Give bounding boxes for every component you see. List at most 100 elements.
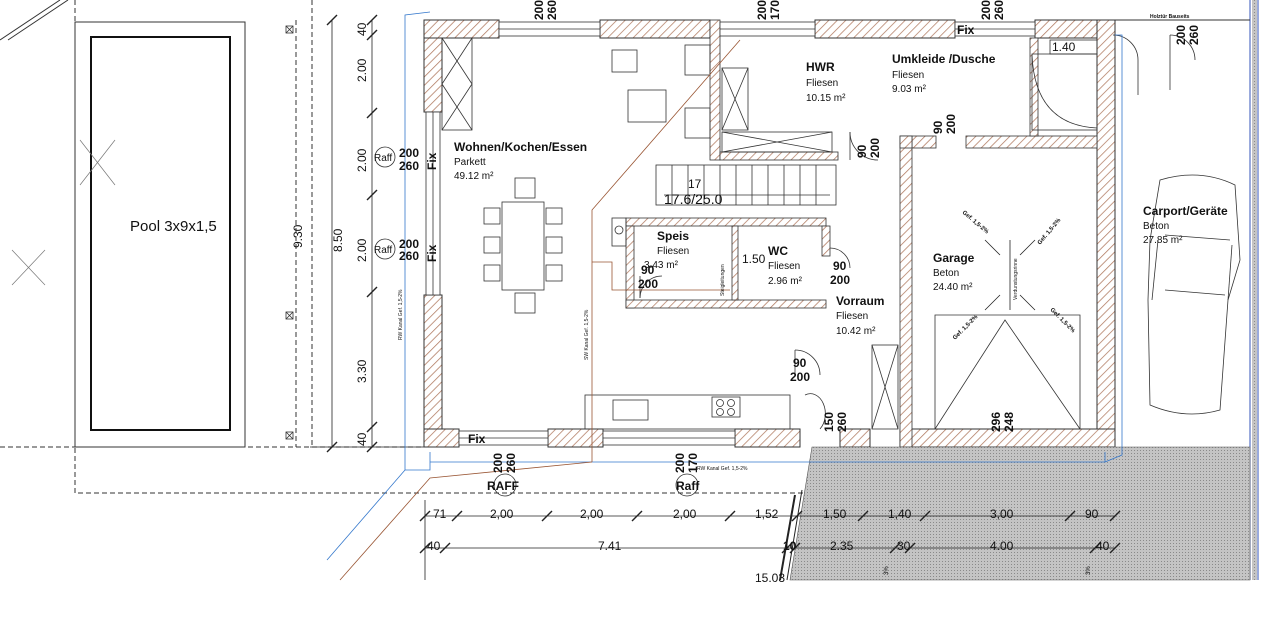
door-wc-w: 90: [833, 259, 847, 273]
open-top-w3: 200: [979, 0, 993, 20]
raff-bottom-1: RAFF: [487, 479, 519, 493]
door-umk-w: 90: [931, 120, 945, 134]
open-top-w2: 200: [755, 0, 769, 20]
sewage-pipe: [339, 39, 741, 581]
room-carport-floor: Beton: [1143, 221, 1169, 232]
open-bot-w2: 200: [673, 453, 687, 473]
room-umkleide-area: 9.03 m²: [892, 84, 927, 95]
paved-area: [779, 446, 1251, 581]
garage-slope-3: Gef. 1,5-2%: [952, 314, 980, 342]
dim-b1-0: 71: [433, 507, 447, 521]
open-carport-h: 260: [1187, 25, 1201, 45]
room-garage-name: Garage: [933, 251, 975, 265]
windows: [425, 21, 1036, 446]
dim-seg-2: 2.00: [355, 58, 369, 82]
room-hwr-name: HWR: [806, 60, 835, 74]
garage-slope-1: Gef. 1,5-2%: [961, 210, 990, 236]
slope-1: 3%: [884, 566, 890, 575]
room-wc-name: WC: [768, 244, 788, 258]
rainwater-pipe: [326, 11, 1123, 561]
open-w1: 200: [399, 146, 419, 160]
dim-b2-6: 40: [1096, 539, 1110, 553]
stair-ratio: 17.6/25.0: [664, 191, 723, 207]
pool-markers: [285, 25, 294, 440]
open-top-w1: 200: [532, 0, 546, 20]
dim-b2-0: 40: [427, 539, 441, 553]
raff-symbols: [374, 146, 699, 497]
dim-seg-5: 3.30: [355, 359, 369, 383]
raff-left-2: Raff: [374, 245, 392, 256]
slope-2: 3%: [1086, 566, 1092, 575]
dim-seg-3: 2.00: [355, 148, 369, 172]
dim-b1-7: 3,00: [990, 507, 1014, 521]
dim-b1-8: 90: [1085, 507, 1099, 521]
open-h1: 260: [399, 159, 419, 173]
room-vorraum-floor: Fliesen: [836, 311, 868, 322]
door-speis-h: 200: [638, 277, 658, 291]
stair-count: 17: [688, 177, 702, 191]
room-speis-floor: Fliesen: [657, 246, 689, 257]
raff-left-1: Raff: [374, 153, 392, 164]
dim-inner-height: 9.30: [291, 224, 305, 248]
dim-seg-1: 40: [355, 22, 369, 36]
door-hwr-h: 200: [868, 138, 882, 158]
dim-b2-3: 2.35: [830, 539, 854, 553]
room-wohnen-floor: Parkett: [454, 157, 486, 168]
open-bot-w1: 200: [491, 453, 505, 473]
verdunstungsrinne: Verdunstungsrinne: [1013, 258, 1019, 300]
room-umkleide-name: Umkleide /Dusche: [892, 52, 996, 66]
garage-slope-arrows: [984, 239, 1036, 311]
open-top-h1: 260: [545, 0, 559, 20]
speis-note: Steigleitungen: [720, 264, 726, 296]
door-entry-h: 260: [835, 412, 849, 432]
door-vor-w: 90: [793, 356, 807, 370]
rw-kanal-vertical: RW Kanal Gef. 1,5-2%: [398, 289, 404, 340]
dim-b1-6: 1,40: [888, 507, 912, 521]
room-garage-floor: Beton: [933, 268, 959, 279]
doors: [639, 34, 1196, 430]
outer-walls: [423, 19, 1116, 448]
room-wohnen-area: 49.12 m²: [454, 171, 494, 182]
holztuer-label: Holztür Bauseits: [1150, 14, 1190, 20]
dim-b1-5: 1,50: [823, 507, 847, 521]
car-symbol: [1147, 174, 1241, 415]
door-vor-h: 200: [790, 370, 810, 384]
dim-b2-5: 4.00: [990, 539, 1014, 553]
garage-door-w: 296: [989, 412, 1003, 432]
dim-b1-3: 2,00: [673, 507, 697, 521]
garage-slope-2: Gef. 1,5-2%: [1037, 217, 1063, 246]
vertical-dimensions: [310, 14, 440, 453]
dim-outer-height: 8.50: [331, 228, 345, 252]
room-wohnen-name: Wohnen/Kochen/Essen: [454, 140, 587, 154]
open-h2: 260: [399, 249, 419, 263]
fix-label-left-2: Fix: [425, 244, 439, 262]
dim-b1-1: 2,00: [490, 507, 514, 521]
shower-width: 1.40: [1052, 40, 1076, 54]
door-speis-w: 90: [641, 263, 655, 277]
wc-width: 1.50: [742, 252, 766, 266]
dim-b2-2: 10: [783, 539, 797, 553]
room-hwr-area: 10.15 m²: [806, 93, 846, 104]
room-carport-area: 27.85 m²: [1143, 235, 1183, 246]
open-bot-h2: 170: [686, 453, 700, 473]
furniture: [441, 37, 1098, 430]
open-top-h3: 260: [992, 0, 1006, 20]
inner-walls: [625, 19, 1098, 448]
door-wc-h: 200: [830, 273, 850, 287]
pool-label: Pool 3x9x1,5: [130, 218, 217, 235]
room-wc-floor: Fliesen: [768, 261, 800, 272]
open-carport-w: 200: [1174, 25, 1188, 45]
tree-symbol: [11, 249, 46, 286]
fix-label-left-1: Fix: [425, 152, 439, 170]
open-w2: 200: [399, 237, 419, 251]
fix-label-top: Fix: [957, 23, 975, 37]
sw-kanal-vertical: SW Kanal Gef. 1,5-2%: [584, 309, 590, 360]
stair: [655, 164, 837, 206]
bottom-dimensions: [419, 500, 1121, 580]
room-speis-name: Speis: [657, 229, 689, 243]
room-garage-area: 24.40 m²: [933, 282, 973, 293]
door-umk-h: 200: [944, 114, 958, 134]
open-top-h2: 170: [768, 0, 782, 20]
raff-bottom-2: Raff: [676, 479, 700, 493]
room-vorraum-area: 10.42 m²: [836, 326, 876, 337]
